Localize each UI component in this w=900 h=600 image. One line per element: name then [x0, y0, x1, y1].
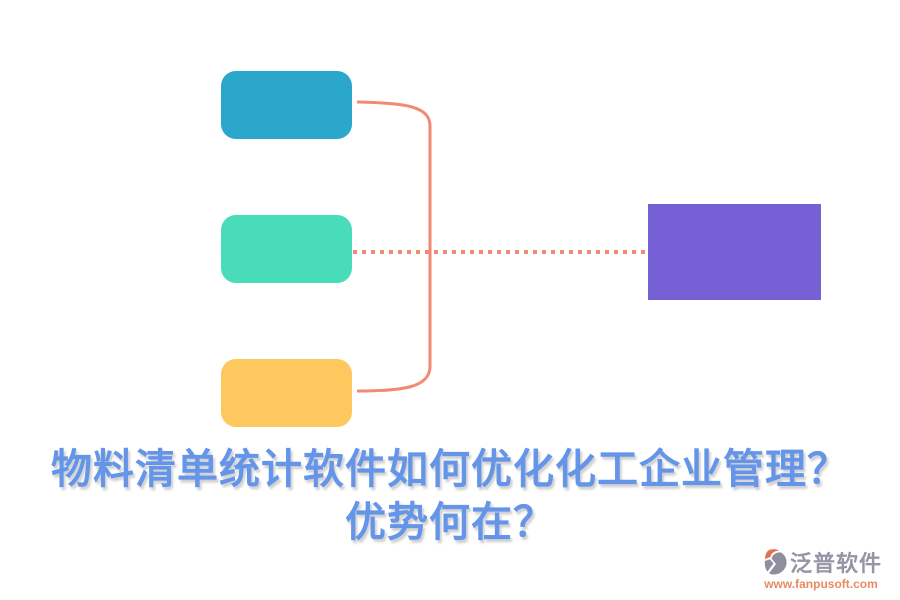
page-title: 物料清单统计软件如何优化化工企业管理？ 优势何在？: [0, 443, 900, 549]
page-title-line2: 优势何在？: [345, 499, 555, 545]
brand-name: 泛普软件: [789, 551, 882, 576]
diagram-node-result[interactable]: [648, 204, 821, 300]
bracket-connector-line: [356, 100, 432, 393]
brand-logo: 泛普软件 www.fanpusoft.com: [756, 547, 886, 591]
diagram-node-middle[interactable]: [221, 215, 352, 283]
fanpu-logo-icon: [764, 549, 787, 575]
diagram-node-bottom[interactable]: [221, 359, 352, 427]
brand-url[interactable]: www.fanpusoft.com: [764, 577, 878, 591]
diagram-node-top[interactable]: [221, 71, 352, 139]
page-title-line1: 物料清单统计软件如何优化化工企业管理？: [51, 446, 849, 492]
